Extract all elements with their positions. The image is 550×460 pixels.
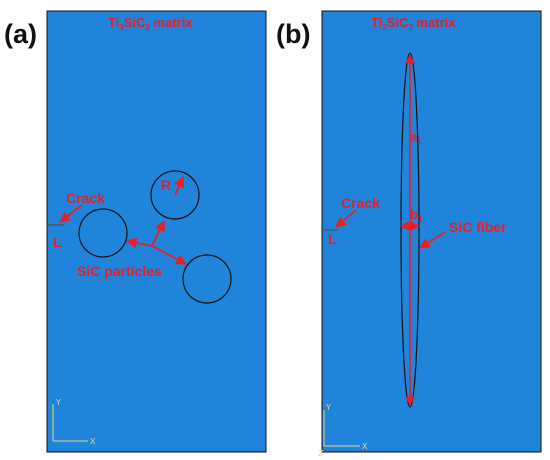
panel-b-crack-label: Crack [341,195,380,211]
panel-a-axis-triad: Y X [52,398,96,446]
particle-arrow-1 [125,237,153,249]
panel-a-matrix-label: Ti3SiC2 matrix [108,15,193,32]
sic-particle-1 [78,208,128,258]
panel-b-axis-triad: Y X Z [318,403,368,458]
panel-b-axis-y: Y [325,403,331,412]
panel-a-length-label: L [53,234,62,250]
panel-a-tag: (a) [4,19,37,49]
panel-a-crack-label: Crack [66,190,105,206]
panel-b-tag: (b) [276,19,310,49]
panel-b-matrix-domain [321,10,542,453]
fiber-arrow [419,231,446,249]
radius-arrow [174,176,184,196]
semi-major-label: a1 [410,129,422,146]
panel-b-length-label: L [328,231,337,247]
panel-a-matrix-domain [46,10,267,453]
panel-b-fiber-label: SiC fiber [449,219,507,235]
panel-b-matrix-label: Ti3SiC2 matrix [371,15,456,32]
sic-particle-2 [150,170,200,220]
panel-a-axis-y: Y [55,398,61,407]
sic-particle-3 [182,254,232,304]
panel-a-particles-label: SiC particles [77,263,162,279]
semi-minor-label: b1 [410,207,423,224]
panel-b-axis-x: X [362,442,368,451]
particle-arrow-3 [151,245,187,265]
panel-a-crack-arrow [59,204,83,223]
panel-a: (a) Ti3SiC2 matrix Crack L R SiC particl… [4,10,267,453]
panel-b-axis-z: Z [318,449,324,458]
radius-label: R [161,177,171,193]
panel-a-axis-x: X [90,437,96,446]
particle-arrow-2 [151,220,165,247]
panel-b-crack-arrow [335,209,357,228]
panel-b: (b) Ti3SiC2 matrix a1 b1 SiC fiber Crack… [276,10,542,458]
